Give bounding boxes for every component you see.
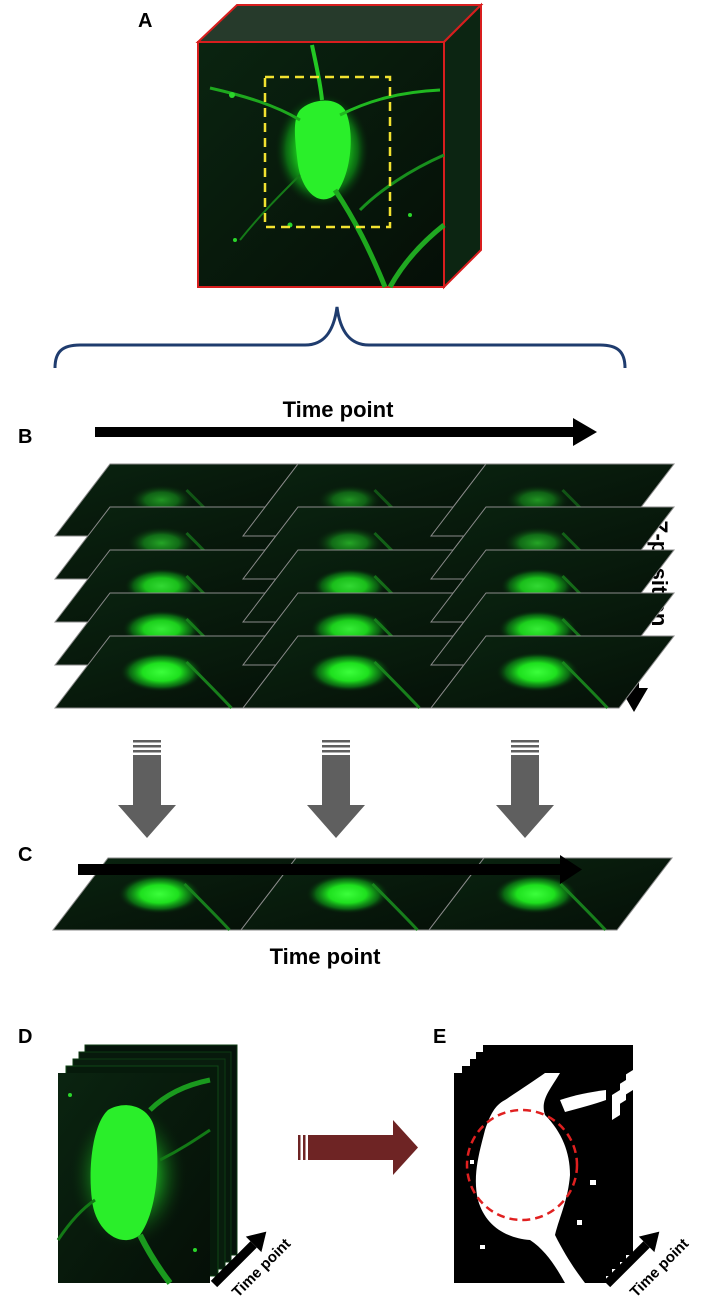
time-point-arrow-d	[210, 1231, 267, 1288]
roi-dashed-circle	[465, 1108, 579, 1222]
panel-b-time-label: Time point	[283, 397, 394, 422]
panel-e-letter: E	[433, 1026, 446, 1048]
time-axis-arrow-c	[78, 855, 582, 884]
projection-image	[51, 857, 298, 932]
time-axis-arrow-b	[95, 418, 597, 446]
z-slice	[53, 635, 300, 710]
curly-brace	[53, 306, 627, 369]
panel-c: C Time point	[18, 844, 674, 969]
panel-d: D Time point	[18, 1026, 294, 1300]
panel-b-letter: B	[18, 426, 32, 448]
roi-dashed-box	[263, 75, 392, 229]
panel-e-time-label: Time point	[627, 1235, 692, 1300]
projection-image	[427, 857, 674, 932]
panel-a: A	[53, 2, 627, 369]
down-arrow	[307, 740, 365, 838]
binary-mask-image	[454, 1073, 606, 1283]
transform-arrow	[298, 1120, 418, 1175]
panel-e: E Time point	[433, 1026, 692, 1300]
image-stack-d	[56, 1044, 238, 1285]
panel-a-letter: A	[138, 10, 152, 32]
panel-b: B Time point Z-position	[18, 397, 676, 712]
z-slice	[241, 635, 488, 710]
maximum-projection-image	[56, 1073, 211, 1285]
z-stack	[241, 463, 488, 710]
z-stack	[53, 463, 300, 710]
z-slice	[429, 635, 676, 710]
panel-c-letter: C	[18, 844, 32, 866]
projection-arrows	[118, 740, 554, 838]
panel-d-letter: D	[18, 1026, 32, 1048]
down-arrow	[118, 740, 176, 838]
time-point-arrow-e	[603, 1231, 660, 1288]
microscopy-volume-cube	[195, 2, 484, 290]
z-stack	[429, 463, 676, 710]
down-arrow	[496, 740, 554, 838]
binary-stack-e	[454, 1045, 633, 1283]
panel-c-time-label: Time point	[270, 944, 381, 969]
